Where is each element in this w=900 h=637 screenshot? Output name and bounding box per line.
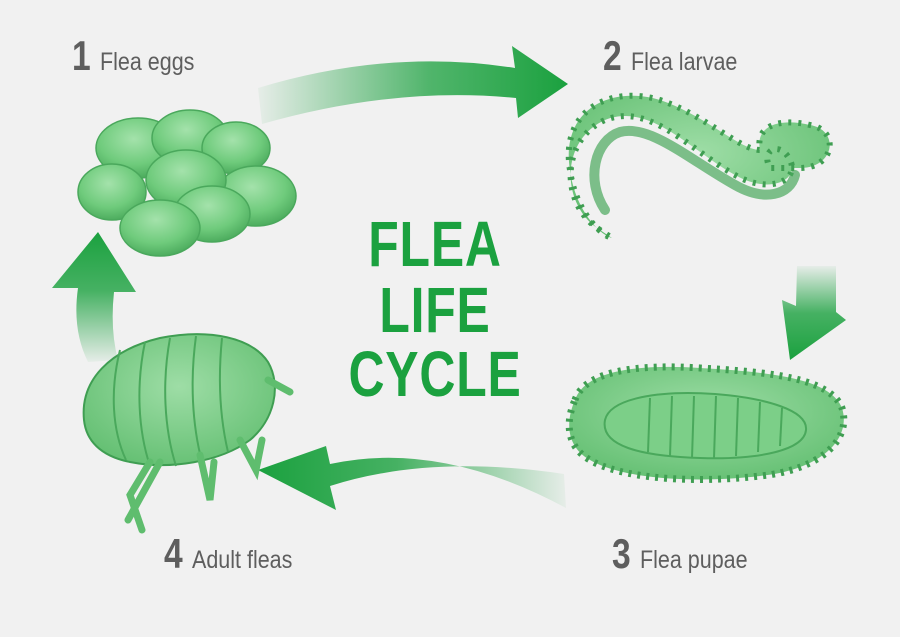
diagram-title-line-1: FLEA <box>368 208 502 280</box>
flea-eggs-illustration <box>77 109 297 257</box>
diagram-title-line-2: LIFE CYCLE <box>348 274 522 410</box>
stage-label-adult: 4 Adult fleas <box>164 530 309 578</box>
stage-number: 4 <box>164 530 183 577</box>
stage-number: 2 <box>603 32 622 79</box>
arrow-adult-to-eggs-icon <box>52 232 136 362</box>
stage-name: Flea pupae <box>640 546 748 574</box>
arrow-larvae-to-pupae-icon <box>782 266 846 360</box>
stage-label-pupae: 3 Flea pupae <box>612 530 765 578</box>
stage-name: Adult fleas <box>192 546 293 574</box>
flea-pupae-illustration <box>565 363 848 483</box>
stage-name: Flea larvae <box>631 48 738 76</box>
stage-label-larvae: 2 Flea larvae <box>603 32 755 80</box>
stage-label-eggs: 1 Flea eggs <box>72 32 210 80</box>
stage-number: 3 <box>612 530 631 577</box>
arrow-pupae-to-adult-icon <box>258 446 566 510</box>
stage-number: 1 <box>72 32 91 79</box>
adult-fleas-illustration <box>82 333 294 534</box>
arrow-eggs-to-larvae-icon <box>258 46 568 124</box>
stage-name: Flea eggs <box>100 48 195 76</box>
flea-larvae-illustration <box>565 92 833 241</box>
